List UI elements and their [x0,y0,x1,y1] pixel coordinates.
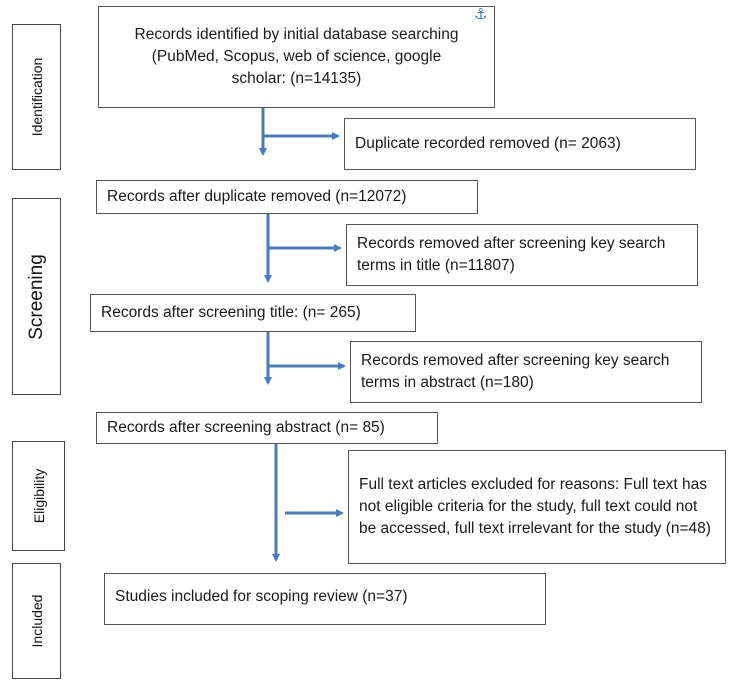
phase-identification: Identification [12,24,61,170]
box-after-abstract: Records after screening abstract (n= 85) [96,412,438,444]
box-removed-abstract: Records removed after screening key sear… [350,341,702,403]
phase-included: Included [12,563,61,679]
phase-eligibility: Eligibility [12,441,65,551]
box-records-identified-text: Records identified by initial database s… [134,26,459,87]
box-after-title-text: Records after screening title: (n= 265) [101,304,361,321]
box-removed-title: Records removed after screening key sear… [346,224,698,286]
box-duplicates-removed: Duplicate recorded removed (n= 2063) [344,118,696,170]
box-duplicates-removed-text: Duplicate recorded removed (n= 2063) [355,135,621,152]
box-after-duplicates-text: Records after duplicate removed (n=12072… [107,188,407,205]
anchor-icon: ⚓ [474,6,488,23]
box-included: Studies included for scoping review (n=3… [104,573,546,625]
phase-screening: Screening [12,198,61,395]
box-fulltext-excluded: Full text articles excluded for reasons:… [348,450,726,564]
box-records-identified: Records identified by initial database s… [98,6,495,108]
box-after-duplicates: Records after duplicate removed (n=12072… [96,180,478,214]
box-after-title: Records after screening title: (n= 265) [90,294,416,332]
box-removed-title-text: Records removed after screening key sear… [357,235,666,274]
box-removed-abstract-text: Records removed after screening key sear… [361,352,670,391]
box-fulltext-excluded-text: Full text articles excluded for reasons:… [359,476,711,537]
box-after-abstract-text: Records after screening abstract (n= 85) [107,419,385,436]
box-included-text: Studies included for scoping review (n=3… [115,588,408,605]
